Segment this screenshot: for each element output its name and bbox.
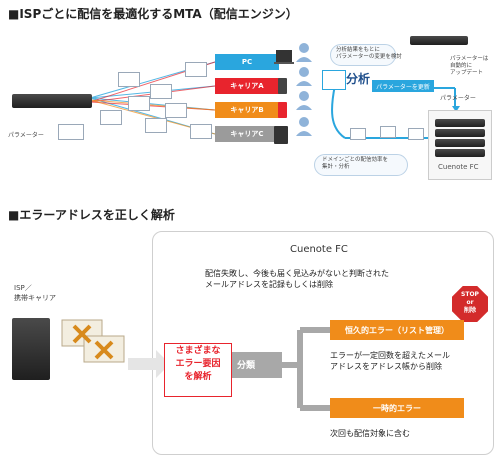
temporary-error-note: 次回も配信対象に含む xyxy=(330,429,410,438)
envelope-icon xyxy=(165,103,187,118)
envelope-icon xyxy=(118,72,140,87)
envelope-icon xyxy=(350,128,366,140)
envelope-icon xyxy=(185,62,207,77)
analysis-chart-icon xyxy=(322,70,346,90)
carrier-band-c: キャリアC xyxy=(215,126,279,142)
envelope-icon xyxy=(100,110,122,125)
error-analysis-box: さまざまな エラー要因 を解析 xyxy=(164,343,232,397)
permanent-error-note: エラーが一定回数を超えたメール アドレスをアドレス帳から削除 xyxy=(330,351,450,371)
parameter-label: パラメーター xyxy=(8,132,44,139)
stop-sign-icon: STOP or 削除 xyxy=(452,286,488,322)
cuenote-title: Cuenote FC xyxy=(290,244,348,255)
section2-arrows xyxy=(128,327,330,411)
error-description: 配信失敗し、今後も届く見込みがないと判断された メールアドレスを記録もしくは削除 xyxy=(205,269,389,289)
analysis-note-cloud xyxy=(330,44,396,66)
section2-title: ■エラーアドレスを正しく解析 xyxy=(8,208,175,222)
temporary-error-bar: 一時的エラー xyxy=(330,398,464,418)
carrier-band-b: キャリアB xyxy=(215,102,279,118)
permanent-error-bar: 恒久的エラー（リスト管理） xyxy=(330,320,464,340)
error-envelopes xyxy=(61,319,125,363)
recipient-icons xyxy=(274,43,312,144)
envelope-icon xyxy=(150,84,172,99)
analysis-note: 分析結果をもとに パラメーターの変更を検討 xyxy=(336,47,402,60)
isp-label: ISP／ 携帯キャリア xyxy=(14,284,56,302)
envelope-icon xyxy=(145,118,167,133)
envelope-icon xyxy=(380,126,396,138)
mta-server xyxy=(12,94,92,108)
domain-note-cloud xyxy=(314,154,408,176)
analysis-label: 分析 xyxy=(346,72,371,86)
domain-note: ドメインごとの配信効率を 集計・分析 xyxy=(322,157,388,170)
parameter-doc-icon xyxy=(58,124,84,140)
envelope-icon xyxy=(190,124,212,139)
param-update-label: パラメーターを更新 xyxy=(372,80,434,92)
isp-server xyxy=(12,318,50,380)
envelope-icon xyxy=(408,128,424,140)
param-small-label: パラメーター xyxy=(440,95,476,102)
mta-server-small xyxy=(410,36,468,45)
cuenote-label-small: Cuenote FC xyxy=(438,163,479,171)
carrier-band-pc: PC xyxy=(215,54,279,70)
section1-title: ■ISPごとに配信を最適化するMTA（配信エンジン） xyxy=(8,7,298,21)
classify-label: 分類 xyxy=(237,361,256,371)
auto-update-note: パラメーターは 自動的に アップデート xyxy=(450,56,489,76)
envelope-icon xyxy=(128,96,150,111)
cuenote-rack-box xyxy=(428,110,492,180)
carrier-band-a: キャリアA xyxy=(215,78,279,94)
